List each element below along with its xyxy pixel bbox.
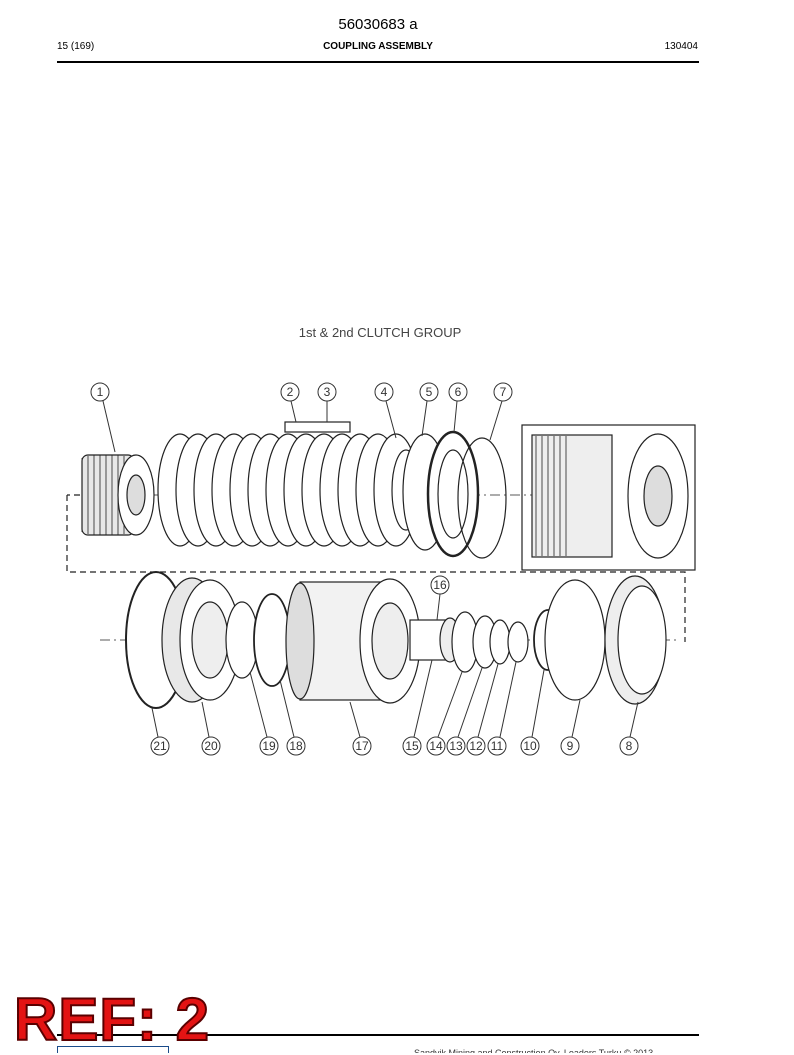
drum-frame-box [521, 424, 696, 571]
svg-text:10: 10 [523, 739, 537, 753]
callout-17: 17 [349, 701, 372, 756]
callout-11: 11 [487, 661, 517, 756]
callout-16: 16 [430, 575, 450, 621]
callout-14: 14 [426, 671, 463, 756]
svg-text:11: 11 [491, 739, 504, 753]
callout-3: 3 [317, 382, 337, 422]
svg-text:3: 3 [324, 385, 331, 399]
svg-text:8: 8 [626, 739, 633, 753]
svg-text:20: 20 [204, 739, 218, 753]
svg-text:6: 6 [455, 385, 462, 399]
svg-text:4: 4 [381, 385, 388, 399]
part-1-hub [81, 454, 155, 536]
company-logo [57, 1046, 169, 1053]
callout-13: 13 [446, 667, 483, 756]
footer-rule [57, 1034, 699, 1036]
header-rule [57, 61, 699, 63]
clutch-drum [531, 433, 689, 559]
svg-text:2: 2 [287, 385, 294, 399]
callout-20: 20 [201, 701, 221, 756]
part-17-carrier [285, 578, 421, 704]
document-number: 56030683 a [338, 16, 418, 33]
svg-text:1: 1 [97, 385, 104, 399]
svg-text:18: 18 [289, 739, 303, 753]
part-8-gear-ring [604, 575, 667, 705]
part-20-gear [161, 577, 241, 703]
svg-text:13: 13 [449, 739, 463, 753]
callout-10: 10 [520, 669, 545, 756]
svg-text:9: 9 [567, 739, 574, 753]
svg-text:19: 19 [262, 739, 276, 753]
callout-7: 7 [489, 382, 513, 441]
ref-stamp: REF: 2 [13, 985, 211, 1054]
callout-1: 1 [90, 382, 116, 453]
callout-18: 18 [279, 679, 306, 756]
callout-2: 2 [280, 382, 300, 423]
svg-text:12: 12 [469, 739, 483, 753]
page-title: COUPLING ASSEMBLY [323, 41, 433, 52]
svg-text:7: 7 [500, 385, 507, 399]
part-7-snap-ring [457, 437, 507, 559]
footer-copyright: Sandvik Mining and Construction Oy, Load… [414, 1048, 654, 1053]
callout-9: 9 [560, 699, 581, 756]
callout-15: 15 [402, 659, 433, 756]
callout-21: 21 [150, 707, 170, 756]
page-number: 15 (169) [57, 41, 95, 52]
callout-19: 19 [249, 671, 279, 756]
part-11-snap-ring [507, 621, 529, 663]
diagram-title: 1st & 2nd CLUTCH GROUP [298, 325, 462, 340]
callout-4: 4 [374, 382, 397, 439]
part-9-ring [544, 579, 606, 701]
callout-12: 12 [466, 663, 499, 756]
part-12-washer [489, 619, 511, 665]
callout-bubbles: 1 2 3 4 5 6 7 8 9 10 11 12 13 14 15 16 1… [90, 382, 639, 756]
svg-text:21: 21 [153, 739, 167, 753]
part-2-3-tab [284, 421, 351, 433]
callout-6: 6 [448, 382, 468, 433]
callout-5: 5 [419, 382, 439, 437]
clutch-disc-stack [157, 433, 421, 547]
svg-text:16: 16 [433, 578, 447, 592]
date-code: 130404 [664, 41, 698, 52]
svg-text:17: 17 [355, 739, 369, 753]
svg-text:14: 14 [429, 739, 443, 753]
dashed-leader-line [66, 495, 686, 642]
svg-text:15: 15 [405, 739, 419, 753]
part-18-ring [253, 593, 291, 687]
exploded-parts-diagram: 1 2 3 4 5 6 7 8 9 10 11 12 13 14 15 16 1… [66, 382, 696, 756]
svg-text:5: 5 [426, 385, 433, 399]
callout-8: 8 [619, 701, 639, 756]
